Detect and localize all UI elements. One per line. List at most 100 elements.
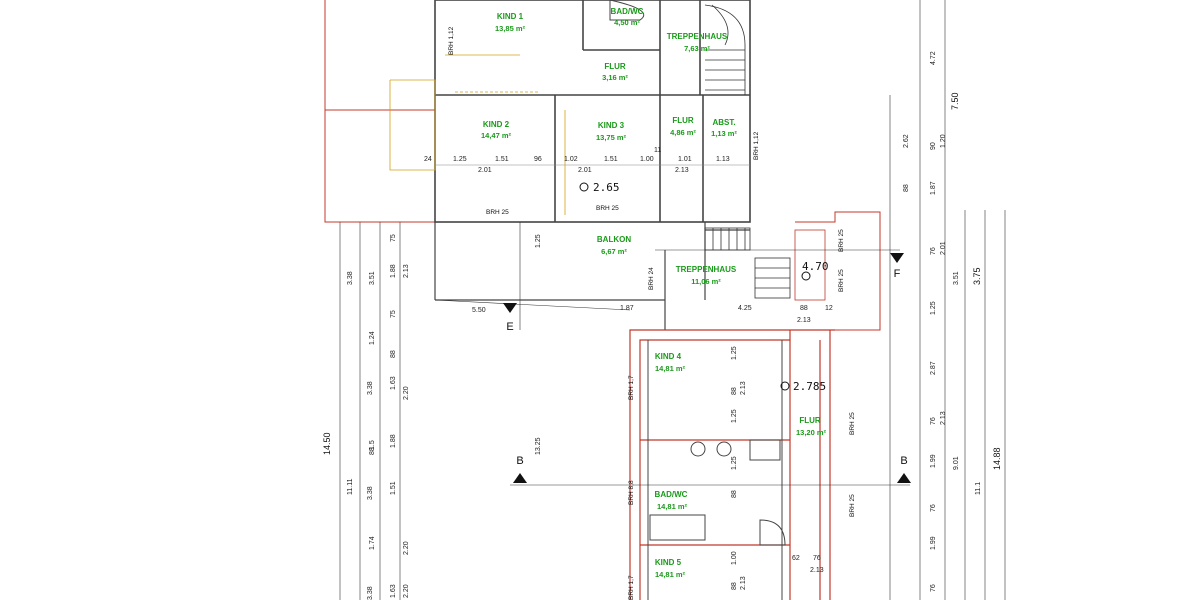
room-area: 14,81 m²: [657, 502, 688, 511]
dim-text: 3.38: [347, 271, 354, 285]
room-area: 13,75 m²: [596, 133, 627, 142]
dim-text: 1.63: [390, 584, 397, 598]
dim-text: 14.50: [322, 432, 332, 455]
dim-text: 62: [792, 555, 800, 562]
section-label: F: [894, 268, 901, 280]
level-symbol-icon: [579, 182, 589, 192]
dims-left: 14.50 13.25 1.25 3.38 11.11 3.38 3.38 3.…: [322, 234, 542, 600]
level-value: 4.70: [802, 260, 829, 273]
room-area: 6,67 m²: [601, 247, 627, 256]
dims-mid: 5.50 1.87 4.25 88 2.13 12: [472, 305, 833, 324]
room-labels: KIND 1 13,85 m² BAD/WC 4,50 m² TREPPENHA…: [481, 7, 827, 579]
dim-text: 2.62: [903, 134, 910, 148]
room-name: BAD/WC: [611, 7, 644, 16]
dim-text: 2.20: [403, 584, 410, 598]
balcony-walls: [434, 222, 750, 330]
dim-text: 88: [731, 490, 738, 498]
dim-text: 5.50: [472, 307, 486, 314]
dim-text: 11.11: [347, 478, 354, 495]
room-name: BAD/WC: [655, 490, 688, 499]
dim-text: 2.01: [940, 241, 947, 255]
dim-text: 12: [825, 305, 833, 312]
site-boundary: [324, 0, 881, 331]
dim-text: 1.01: [678, 156, 692, 163]
dim-text: 24: [424, 156, 432, 163]
dim-text: 1.99: [930, 454, 937, 468]
dim-text: 3.75: [972, 267, 982, 285]
section-label: E: [506, 321, 513, 333]
dim-text: 2.13: [810, 567, 824, 574]
dim-text: 2.20: [403, 541, 410, 555]
dims-top: 24 1.25 1.51 96 1.02 1.51 1.00 11 1.01 1…: [424, 147, 730, 174]
room-area: 4,86 m²: [670, 128, 696, 137]
dim-text: 3.38: [367, 486, 374, 500]
dim-text: 1.99: [930, 536, 937, 550]
level-symbol-icon: [780, 381, 790, 391]
room-name: FLUR: [604, 62, 626, 71]
dim-text: 2.01: [478, 167, 492, 174]
dim-text: 2.13: [740, 381, 747, 395]
room-name: KIND 4: [655, 352, 682, 361]
brh-label: BRH 25: [849, 494, 856, 517]
dim-text: 1.74: [369, 536, 376, 550]
dim-text: 2.87: [930, 361, 937, 375]
room-area: 11,06 m²: [691, 277, 721, 286]
dim-text: 76: [813, 555, 821, 562]
dim-text: 1.25: [731, 456, 738, 470]
room-name: KIND 5: [655, 558, 682, 567]
dim-text: 11.1: [975, 482, 982, 495]
dim-text: 1.25: [535, 234, 542, 248]
upper-staircase: [704, 4, 746, 95]
room-area: 14,81 m²: [655, 570, 686, 579]
level-value: 2.785: [793, 380, 826, 393]
dim-text: 75: [390, 234, 397, 242]
room-name: FLUR: [799, 416, 821, 425]
dim-text: 2.20: [403, 386, 410, 400]
dim-text: 2.13: [675, 167, 689, 174]
room-name: BALKON: [597, 235, 631, 244]
dims-right: 7.50 3.75 14.88 4.72 2.62 1.20 1.87 2.01…: [903, 51, 1002, 592]
dim-text: 88: [731, 582, 738, 590]
dim-text: 3.38: [367, 381, 374, 395]
dim-text: 76: [930, 504, 937, 512]
dim-text: 1.25: [930, 301, 937, 315]
dim-text: 1.25: [731, 346, 738, 360]
dim-text: 90: [930, 142, 937, 150]
room-name: KIND 3: [598, 121, 625, 130]
dim-text: 1.25: [453, 156, 467, 163]
dim-text: 1.13: [716, 156, 730, 163]
level-value: 2.65: [593, 181, 620, 194]
dim-text: 1.88: [390, 264, 397, 278]
dim-text: 3.51: [953, 271, 960, 285]
hatch-lines: [389, 54, 566, 215]
dim-text: 7.50: [950, 92, 960, 110]
brh-label: BRH 1,7: [628, 575, 635, 600]
dim-text: 1.51: [495, 156, 509, 163]
brh-labels: BRH 25 BRH 25 BRH 24 BRH 25 BRH 25 BRH 2…: [448, 26, 856, 600]
brh-label: BRH 25: [838, 229, 845, 252]
dim-text: 9.01: [953, 456, 960, 470]
section-arrow-icon: [890, 253, 904, 263]
dim-text: 1.51: [604, 156, 618, 163]
dim-text: 76: [930, 417, 937, 425]
lower-staircase: [704, 227, 826, 301]
dim-text: 1.87: [620, 305, 634, 312]
room-name: FLUR: [672, 116, 694, 125]
dim-text: 2.13: [940, 411, 947, 425]
dim-text: 1.88: [390, 434, 397, 448]
section-label: B: [900, 455, 907, 467]
dim-text: 88: [390, 350, 397, 358]
brh-label: BRH 1,12: [753, 131, 760, 160]
room-area: 1,13 m²: [711, 129, 737, 138]
section-arrow-icon: [503, 303, 517, 313]
section-arrow-icon: [513, 473, 527, 483]
brh-label: BRH 1,12: [448, 26, 455, 55]
dims-unit: 1.25 88 2.13 1.25 1.25 88 88 2.13 1.00 6…: [731, 346, 824, 590]
dim-text: 1.00: [731, 551, 738, 565]
dim-text: 13.25: [535, 437, 542, 455]
lower-unit-walls: [629, 329, 835, 600]
dim-text: 3.38: [367, 586, 374, 600]
dim-text: 2.01: [578, 167, 592, 174]
dim-text: 1.25: [731, 409, 738, 423]
dim-text: 88: [731, 387, 738, 395]
